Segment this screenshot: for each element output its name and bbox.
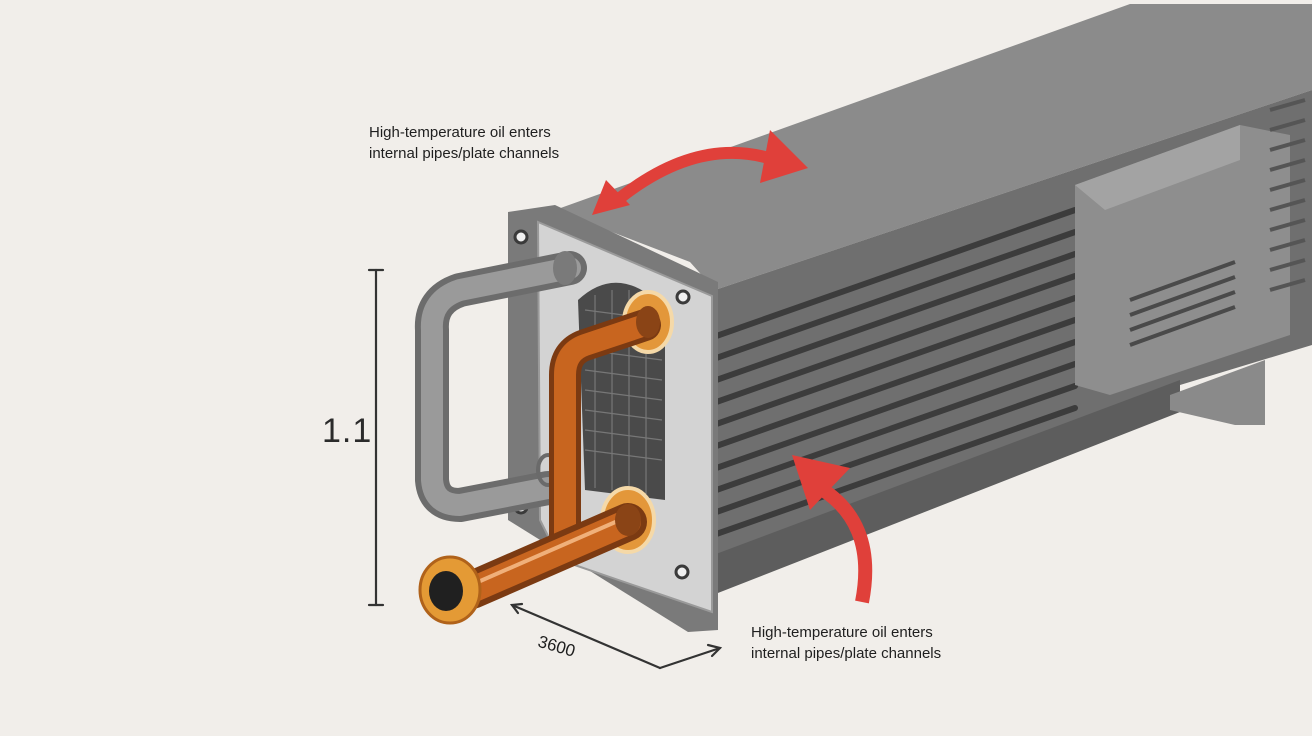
flow-arrow-top — [592, 130, 808, 215]
housing-foot — [1170, 360, 1265, 425]
cold-loop-pipe — [414, 251, 587, 522]
length-dimension-line — [509, 602, 723, 670]
oil-pipe — [453, 290, 674, 609]
height-dimension-line — [367, 268, 385, 607]
flow-arrow-bottom — [792, 455, 873, 604]
rear-end-cap — [1075, 98, 1306, 395]
annotation-top: High-temperature oil enters internal pip… — [369, 122, 559, 164]
oil-inlet-cap — [418, 555, 482, 625]
housing-bottom-rail — [700, 380, 1180, 600]
annotation-bottom-line-1: High-temperature oil enters — [751, 624, 933, 641]
annotation-top-line-2: internal pipes/plate channels — [369, 145, 560, 162]
annotation-top-line-1: High-temperature oil enters — [369, 124, 551, 141]
cooling-fins — [702, 207, 1078, 541]
housing-top-face — [555, 4, 1312, 290]
height-dimension-label: 1.1 — [322, 412, 373, 450]
annotation-bottom: High-temperature oil enters internal pip… — [751, 622, 941, 664]
annotation-bottom-line-2: internal pipes/plate channels — [751, 645, 942, 662]
